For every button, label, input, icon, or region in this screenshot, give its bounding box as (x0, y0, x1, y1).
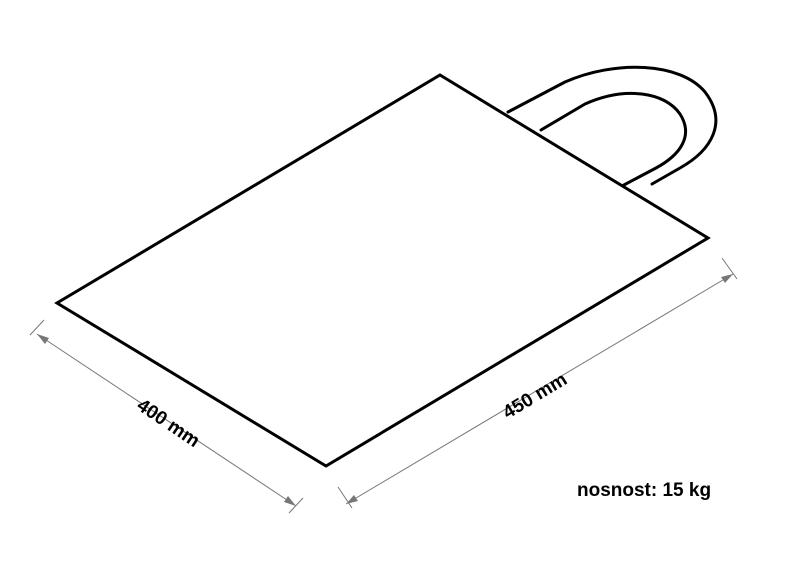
width-extension-left (29, 319, 45, 336)
height-label: 450 mm (499, 369, 570, 423)
bag-handle-outer (506, 65, 718, 186)
height-dimension-line (345, 273, 734, 505)
width-arrow-left (37, 334, 49, 344)
height-extension-right (721, 257, 738, 280)
height-dimension (337, 257, 738, 509)
bag-handle-inner (539, 91, 687, 188)
width-arrow-right (284, 496, 296, 506)
width-label: 400 mm (133, 395, 203, 452)
width-dimension-line (36, 333, 297, 507)
width-dimension (29, 319, 304, 514)
height-extension-left (337, 486, 353, 509)
height-arrow-left (346, 495, 358, 504)
height-arrow-right (721, 274, 733, 283)
load-capacity-note: nosnost: 15 kg (577, 480, 712, 501)
bag-body (54, 73, 711, 468)
